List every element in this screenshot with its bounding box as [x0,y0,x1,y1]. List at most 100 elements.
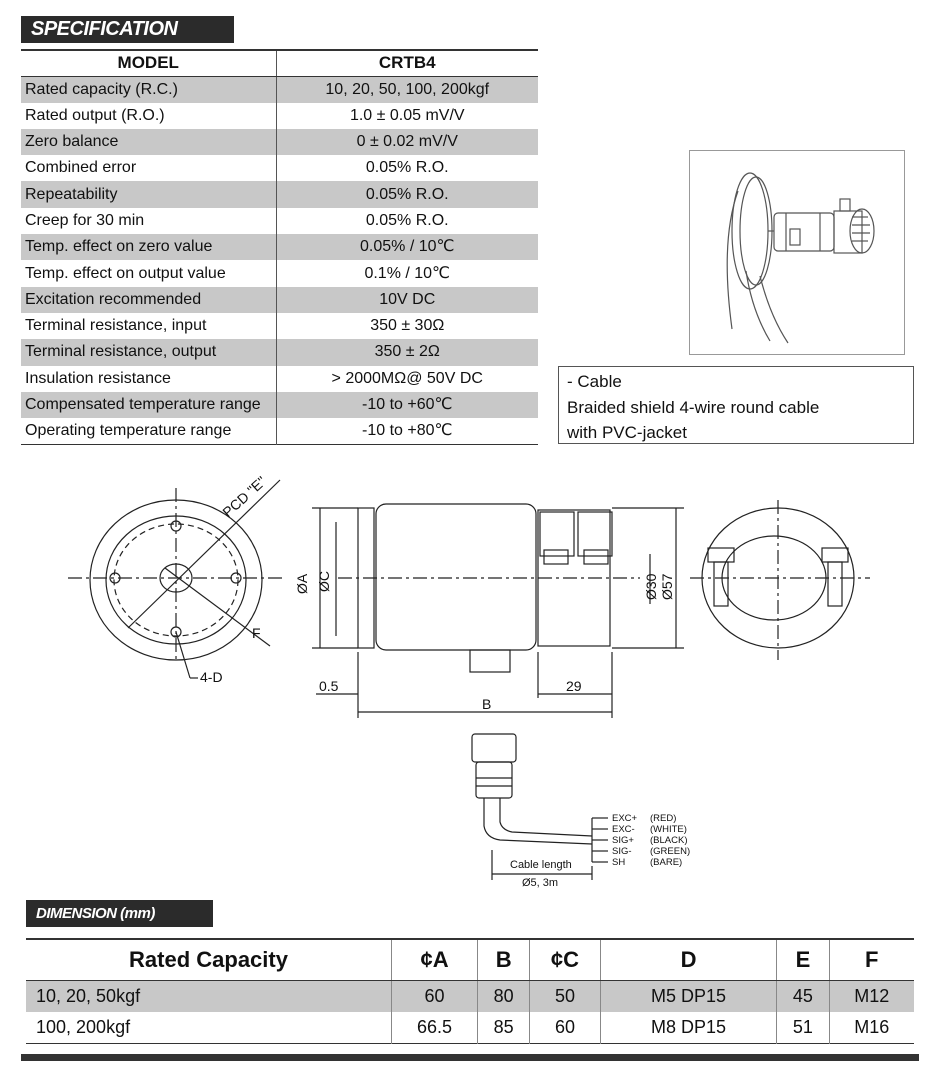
spec-label: Temp. effect on output value [21,260,277,287]
wire-sig-minus: SIG- [612,846,632,857]
wire-exc-plus: EXC+ [612,813,638,824]
cable-length-label: Cable length [510,859,572,871]
spec-value: > 2000MΩ@ 50V DC [331,369,483,387]
f-label: F [252,625,261,641]
spec-value: 0.05% / 10℃ [276,234,538,261]
spec-value: 1.0 ± 0.05 mV/V [349,106,465,124]
cable-spec-label: Ø5, 3m [522,877,558,889]
wire-sig-plus: SIG+ [612,835,634,846]
cable-description: Braided shield 4-wire round cable [567,397,820,417]
spec-label: Repeatability [21,181,277,208]
spec-value: -10 to +60℃ [276,391,538,419]
end-view [690,500,870,660]
spec-value: 0.05% R.O. [276,181,538,208]
dim-cell: 60 [390,980,478,1012]
dim-cell: 10, 20, 50kgf [26,980,392,1012]
spec-value: 0 ± 0.02 mV/V [276,128,538,156]
dim-cell: 60 [529,1012,601,1044]
spec-row: Operating temperature range -10 to +80℃ [21,418,538,445]
spec-value: 0.1% / 10℃ [364,264,451,282]
spec-value: 0.05% R.O. [365,159,449,177]
dim-row: 100, 200kgf 66.5 85 60 M8 DP15 51 M16 [26,1012,914,1044]
dim-cell: 66.5 [390,1012,478,1044]
dim-05-label: 0.5 [319,678,339,694]
cable-jacket: with PVC-jacket [567,423,687,442]
cable-info-box: - Cable Braided shield 4-wire round cabl… [558,366,914,444]
spec-value: 10, 20, 50, 100, 200kgf [276,76,538,103]
dim-b-label: B [482,696,491,712]
specification-table: MODEL CRTB4 Rated capacity (R.C.)10, 20,… [21,49,538,445]
spec-value: -10 to +80℃ [362,422,453,440]
dim-header-f: F [828,939,914,981]
front-view [68,479,285,679]
dim-cell: M5 DP15 [599,980,777,1012]
dim-cell: 85 [477,1012,530,1044]
specification-title: SPECIFICATION [21,16,234,43]
spec-label: Creep for 30 min [21,207,277,235]
dim-cell: 51 [776,1012,829,1044]
spec-label: Terminal resistance, input [21,312,277,340]
wire-exc-plus-color: (RED) [650,813,676,824]
dim-header-c: ¢C [529,939,601,981]
dim-cell: M8 DP15 [599,1012,777,1044]
spec-label: Rated capacity (R.C.) [21,76,277,103]
wire-exc-minus: EXC- [612,824,635,835]
spec-label: Terminal resistance, output [21,339,277,366]
spec-row: Insulation resistance > 2000MΩ@ 50V DC [21,365,538,392]
cable-heading: - Cable [567,372,622,391]
dim-cell: 50 [529,980,601,1012]
spec-row: Rated output (R.O.)1.0 ± 0.05 mV/V [21,102,538,129]
dim-header-capacity: Rated Capacity [26,939,392,981]
dimension-title: DIMENSION (mm) [26,900,213,927]
spec-label: Insulation resistance [21,365,277,392]
dimension-table: Rated Capacity ¢A B ¢C D E F 10, 20, 50k… [26,938,914,1044]
wire-exc-minus-color: (WHITE) [650,824,687,835]
technical-drawing: PCD "E" F 4-D ØA ØC Ø30 Ø57 0.5 29 B EXC… [68,473,870,889]
spec-row: Rated capacity (R.C.)10, 20, 50, 100, 20… [21,76,538,103]
dim-header-a: ¢A [390,939,478,981]
side-view [312,503,684,718]
dim-row: 10, 20, 50kgf 60 80 50 M5 DP15 45 M12 [26,980,914,1012]
four-d-label: 4-D [200,669,223,685]
load-cell-sketch-icon [726,172,875,344]
spec-label: Zero balance [21,128,277,156]
spec-header-model: MODEL [21,50,277,77]
dia-a-label: ØA [294,573,310,594]
dim-29-label: 29 [566,678,582,694]
spec-label: Combined error [21,155,277,182]
spec-label: Operating temperature range [21,418,277,445]
dim-header-d: D [599,939,777,981]
wire-sig-plus-color: (BLACK) [650,835,687,846]
bottom-divider [21,1054,919,1061]
spec-value: 350 ± 2Ω [276,339,538,366]
spec-header-row: MODEL CRTB4 [21,50,538,77]
dim-header-e: E [776,939,829,981]
dim-cell: 45 [776,980,829,1012]
wire-sig-minus-color: (GREEN) [650,846,690,857]
spec-header-crtb4: CRTB4 [276,50,538,77]
spec-label: Excitation recommended [21,286,277,313]
wire-sh-color: (BARE) [650,857,682,868]
dim-cell: 100, 200kgf [36,1017,131,1037]
pcd-label: PCD "E" [219,473,269,520]
spec-value: 0.05% R.O. [365,211,449,229]
dim-header-b: B [477,939,530,981]
wire-sh: SH [612,857,625,868]
spec-row: Creep for 30 min 0.05% R.O. [21,207,538,235]
dim-cell: M12 [828,980,914,1012]
spec-value: 10V DC [276,286,538,313]
spec-label: Compensated temperature range [21,391,277,419]
spec-row: Combined error 0.05% R.O. [21,155,538,182]
spec-row: Compensated temperature range-10 to +60℃ [21,391,538,419]
connector-cable [471,733,608,880]
spec-row: Temp. effect on output value 0.1% / 10℃ [21,260,538,287]
dim-cell: M16 [828,1012,914,1044]
dim-header-row: Rated Capacity ¢A B ¢C D E F [26,939,914,981]
spec-label: Temp. effect on zero value [21,234,277,261]
